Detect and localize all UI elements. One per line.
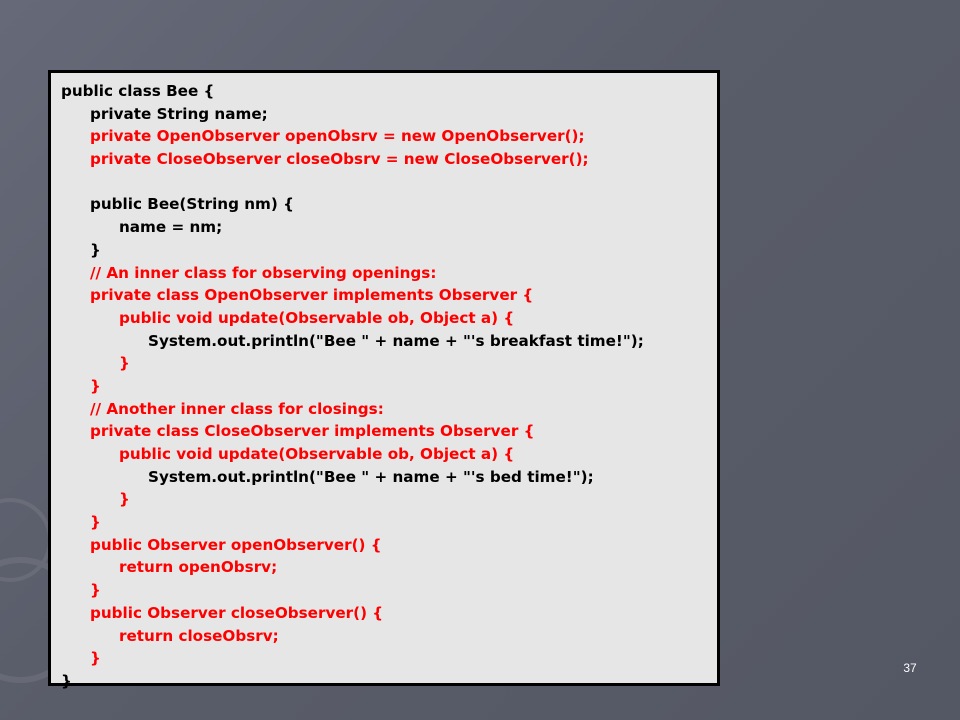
code-listing-box: public class Bee { private String name; pr… xyxy=(48,70,720,690)
background-watermark xyxy=(0,498,48,683)
code-line: private String name; xyxy=(90,104,268,123)
code-line: return closeObsrv; xyxy=(119,626,279,645)
code-line: public Observer openObserver() { xyxy=(90,535,382,554)
code-line: System.out.println("Bee " + name + "'s b… xyxy=(148,467,594,486)
code-line: } xyxy=(90,376,101,395)
code-line: public Observer closeObserver() { xyxy=(90,603,384,622)
code-line: public void update(Observable ob, Object… xyxy=(119,445,515,463)
page-number: 37 xyxy=(903,661,917,675)
code-line: private CloseObserver closeObsrv = new C… xyxy=(90,150,589,169)
code-line: private OpenObserver openObsrv = new Ope… xyxy=(90,127,585,146)
code-listing: public class Bee { private String name; pr… xyxy=(61,80,644,693)
code-line: public class Bee { xyxy=(61,82,215,100)
code-line: private class OpenObserver implements Ob… xyxy=(90,286,534,305)
code-line: } xyxy=(119,354,130,373)
code-line xyxy=(61,171,644,194)
code-line: public Bee(String nm) { xyxy=(90,195,294,214)
code-line: } xyxy=(90,581,101,600)
code-line: } xyxy=(90,513,101,532)
code-line: private class CloseObserver implements O… xyxy=(90,422,535,441)
code-line: } xyxy=(90,649,101,668)
code-line: } xyxy=(90,240,101,259)
code-line: // Another inner class for closings: xyxy=(90,399,384,418)
code-line: } xyxy=(119,490,130,509)
code-line: System.out.println("Bee " + name + "'s b… xyxy=(148,331,644,350)
code-line: public void update(Observable ob, Object… xyxy=(119,308,515,327)
code-line: return openObsrv; xyxy=(119,558,278,577)
code-line: name = nm; xyxy=(119,218,223,237)
code-line: // An inner class for observing openings… xyxy=(90,263,437,282)
code-line: } xyxy=(61,671,72,690)
